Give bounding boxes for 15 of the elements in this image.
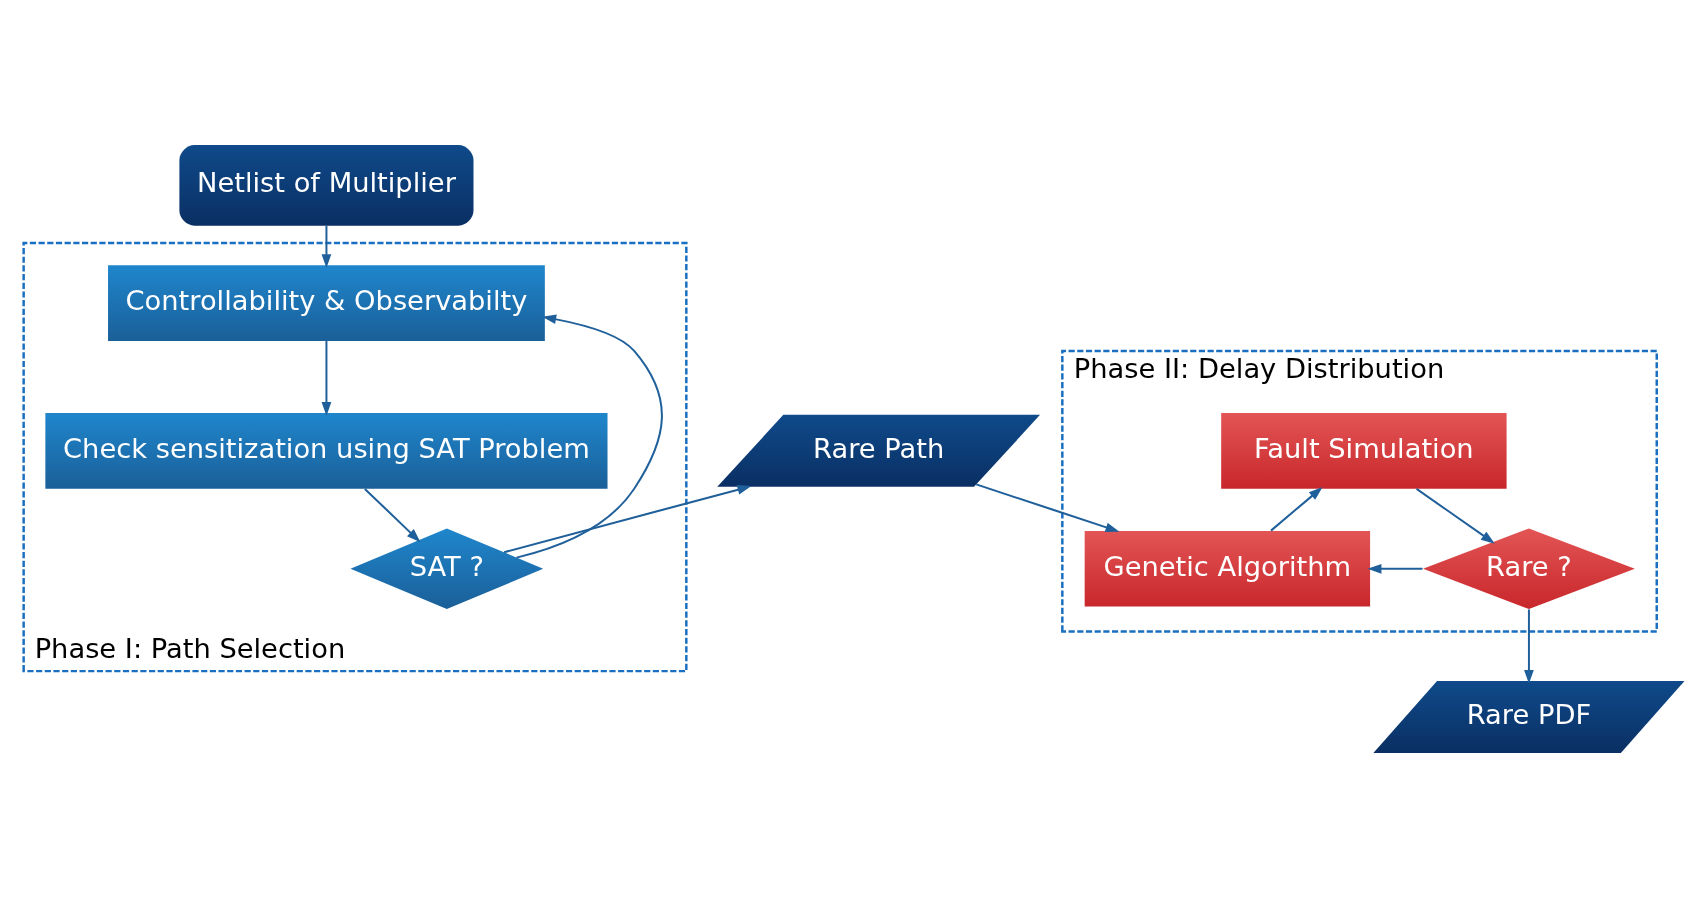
- arrow: [503, 485, 752, 554]
- arrow: [1524, 608, 1534, 684]
- arrow: [363, 487, 421, 543]
- arrow: [321, 340, 332, 416]
- arrow: [515, 314, 663, 559]
- arrow: [1367, 563, 1424, 574]
- arrow: [1415, 487, 1495, 544]
- arrow: [1270, 487, 1323, 532]
- node-box: Controllability & Observabilty: [108, 265, 545, 342]
- arrow: [975, 483, 1120, 533]
- arrow: [321, 224, 332, 269]
- node-box: Genetic Algorithm: [1084, 530, 1371, 607]
- node-box: Netlist of Multiplier: [179, 144, 474, 226]
- node-box: Fault Simulation: [1221, 413, 1507, 489]
- node-box: Check sensitization using SAT Problem: [45, 413, 608, 489]
